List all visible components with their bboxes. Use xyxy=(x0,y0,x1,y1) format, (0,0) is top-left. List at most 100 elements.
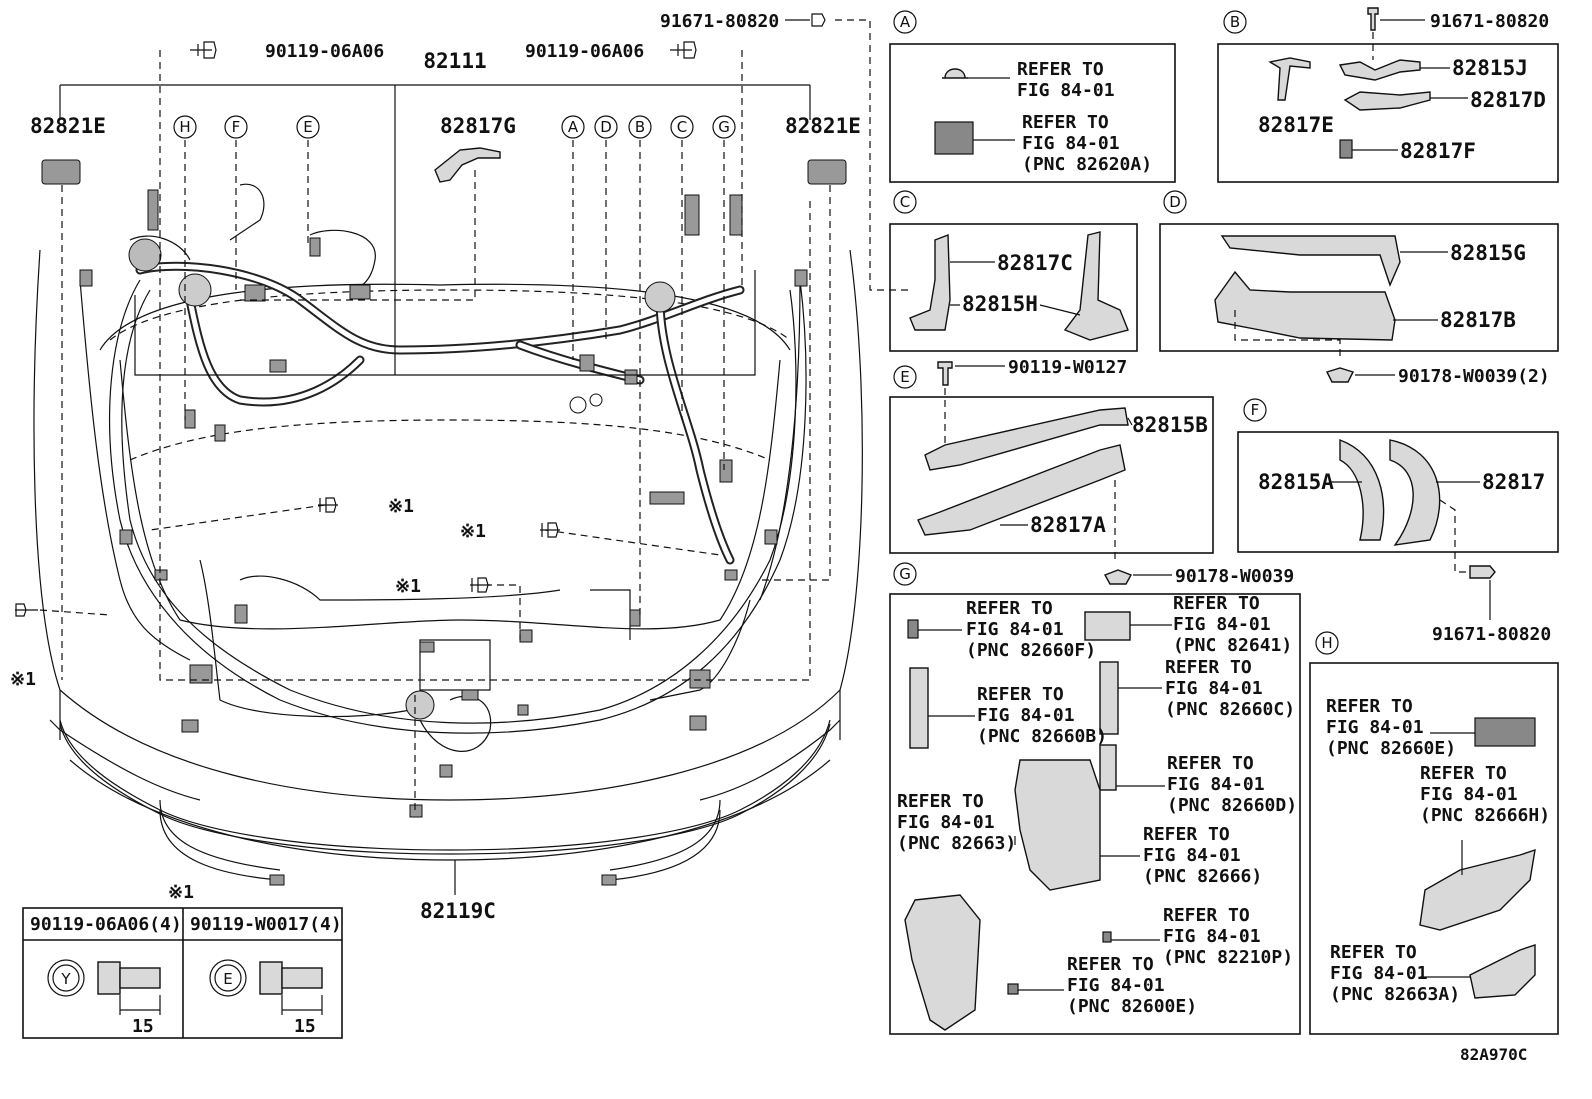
g-ref2-l3: (PNC 82641) xyxy=(1173,635,1292,656)
g-ref1-l2: FIG 84-01 xyxy=(966,619,1064,640)
g-ref9-l1: REFER TO xyxy=(1067,954,1154,975)
leader-b: B xyxy=(635,118,645,136)
g-ref3-l2: FIG 84-01 xyxy=(977,705,1075,726)
g-ref7-l3: (PNC 82666) xyxy=(1143,866,1262,887)
star-note-3: ※1 xyxy=(395,576,421,597)
legend-col2-mark: E xyxy=(223,970,232,988)
panel-b: B 91671-80820 82815J 82817D 82817E 82817… xyxy=(1217,7,1559,183)
leader-f: F xyxy=(232,118,241,136)
g-ref5-l3: (PNC 82660D) xyxy=(1167,795,1297,816)
legend-col1-dim: 15 xyxy=(132,1016,154,1037)
panel-a-ref2-line3: (PNC 82620A) xyxy=(1022,154,1152,175)
bolt-legend-table: ※1 90119-06A06(4) 90119-W0017(4) Y E 15 … xyxy=(22,882,343,1039)
leader-circles xyxy=(173,115,736,139)
label-82821e-right: 82821E xyxy=(785,114,861,138)
panel-c-letter: C xyxy=(900,193,910,211)
g-ref3-l3: (PNC 82660B) xyxy=(977,726,1107,747)
panel-c-part2: 82815H xyxy=(962,292,1038,316)
panel-e-clip: 90178-W0039 xyxy=(1175,566,1294,587)
h-ref3-l1: REFER TO xyxy=(1330,942,1417,963)
panel-h: H REFER TO FIG 84-01 (PNC 82660E) REFER … xyxy=(1309,631,1559,1035)
legend-col1-mark: Y xyxy=(60,970,71,988)
star-note-1: ※1 xyxy=(388,496,414,517)
panel-d: D 82815G 82817B 90178-W0039(2) xyxy=(1159,190,1559,387)
g-ref8-l3: (PNC 82210P) xyxy=(1163,947,1293,968)
engine-bay-view: H F E A D B C G 82111 82821E 82821E 8281… xyxy=(10,11,910,923)
panel-f: F 82815A 82817 91671-80820 xyxy=(1237,398,1559,645)
panel-b-letter: B xyxy=(1230,13,1240,31)
leader-a: A xyxy=(568,118,579,136)
panel-e: E 90119-W0127 82815B 82817A 90178-W0039 xyxy=(889,357,1294,587)
panel-e-part2: 82817A xyxy=(1030,513,1106,537)
h-ref1-l3: (PNC 82660E) xyxy=(1326,738,1456,759)
legend-col2-dim: 15 xyxy=(294,1016,316,1037)
panel-d-part1: 82815G xyxy=(1450,241,1526,265)
bolt-icon xyxy=(15,13,826,617)
star-note-4: ※1 xyxy=(10,669,36,690)
g-ref7-l1: REFER TO xyxy=(1143,824,1230,845)
h-ref2-l3: (PNC 82666H) xyxy=(1420,805,1550,826)
g-ref1-l1: REFER TO xyxy=(966,598,1053,619)
label-bolt-top-right: 91671-80820 xyxy=(660,11,779,32)
label-82821e-left: 82821E xyxy=(30,114,106,138)
g-ref4-l2: FIG 84-01 xyxy=(1165,678,1263,699)
g-ref8-l1: REFER TO xyxy=(1163,905,1250,926)
g-ref8-l2: FIG 84-01 xyxy=(1163,926,1261,947)
g-ref2-l2: FIG 84-01 xyxy=(1173,614,1271,635)
bolt-icon xyxy=(937,361,953,386)
panel-d-clip: 90178-W0039(2) xyxy=(1398,366,1550,387)
bolt-icon xyxy=(1469,565,1496,579)
g-ref4-l3: (PNC 82660C) xyxy=(1165,699,1295,720)
panel-f-bolt: 91671-80820 xyxy=(1432,624,1551,645)
g-ref7-l2: FIG 84-01 xyxy=(1143,845,1241,866)
leader-e: E xyxy=(303,118,312,136)
panel-a-ref2-line2: FIG 84-01 xyxy=(1022,133,1120,154)
bolt-icon xyxy=(1367,7,1379,31)
label-bolt-top-mid: 90119-06A06 xyxy=(525,41,644,62)
g-ref9-l3: (PNC 82600E) xyxy=(1067,996,1197,1017)
legend-col1-title: 90119-06A06(4) xyxy=(30,914,182,935)
panel-a-ref1-line1: REFER TO xyxy=(1017,59,1104,80)
h-ref3-l2: FIG 84-01 xyxy=(1330,963,1428,984)
figure-code: 82A970C xyxy=(1460,1045,1527,1064)
bolt-side-icon xyxy=(97,961,323,995)
panel-a-ref2-line1: REFER TO xyxy=(1022,112,1109,133)
label-82817g: 82817G xyxy=(440,114,516,138)
panel-d-letter: D xyxy=(1169,193,1181,211)
leader-d: D xyxy=(600,118,612,136)
panel-g: G REFER TO FIG 84-01 (PNC 82660F) REFER … xyxy=(889,562,1301,1035)
h-ref2-l1: REFER TO xyxy=(1420,763,1507,784)
h-ref3-l3: (PNC 82663A) xyxy=(1330,984,1460,1005)
legend-star: ※1 xyxy=(168,882,194,903)
panel-e-bolt: 90119-W0127 xyxy=(1008,357,1127,378)
panel-h-letter: H xyxy=(1321,634,1332,652)
panel-e-letter: E xyxy=(900,368,909,386)
h-ref2-l2: FIG 84-01 xyxy=(1420,784,1518,805)
panel-b-part3: 82817E xyxy=(1258,113,1334,137)
panel-f-part2: 82817 xyxy=(1482,470,1545,494)
g-ref5-l1: REFER TO xyxy=(1167,753,1254,774)
panel-b-bolt: 91671-80820 xyxy=(1430,11,1549,32)
h-ref1-l1: REFER TO xyxy=(1326,696,1413,717)
legend-col2-title: 90119-W0017(4) xyxy=(190,914,342,935)
g-ref9-l2: FIG 84-01 xyxy=(1067,975,1165,996)
panel-a-ref1-line2: FIG 84-01 xyxy=(1017,80,1115,101)
g-ref6-l1: REFER TO xyxy=(897,791,984,812)
panel-b-part1: 82815J xyxy=(1452,56,1528,80)
panel-e-part1: 82815B xyxy=(1132,413,1208,437)
g-ref6-l2: FIG 84-01 xyxy=(897,812,995,833)
label-bolt-top-left: 90119-06A06 xyxy=(265,41,384,62)
panel-a: A REFER TO FIG 84-01 REFER TO FIG 84-01 … xyxy=(889,10,1176,183)
star-note-2: ※1 xyxy=(460,521,486,542)
panel-b-part2: 82817D xyxy=(1470,88,1546,112)
panel-b-part4: 82817F xyxy=(1400,139,1476,163)
leader-g: G xyxy=(718,118,730,136)
panel-f-letter: F xyxy=(1251,401,1260,419)
g-ref1-l3: (PNC 82660F) xyxy=(966,640,1096,661)
leader-h: H xyxy=(179,118,190,136)
g-ref4-l1: REFER TO xyxy=(1165,657,1252,678)
g-ref3-l1: REFER TO xyxy=(977,684,1064,705)
panel-d-part2: 82817B xyxy=(1440,308,1516,332)
